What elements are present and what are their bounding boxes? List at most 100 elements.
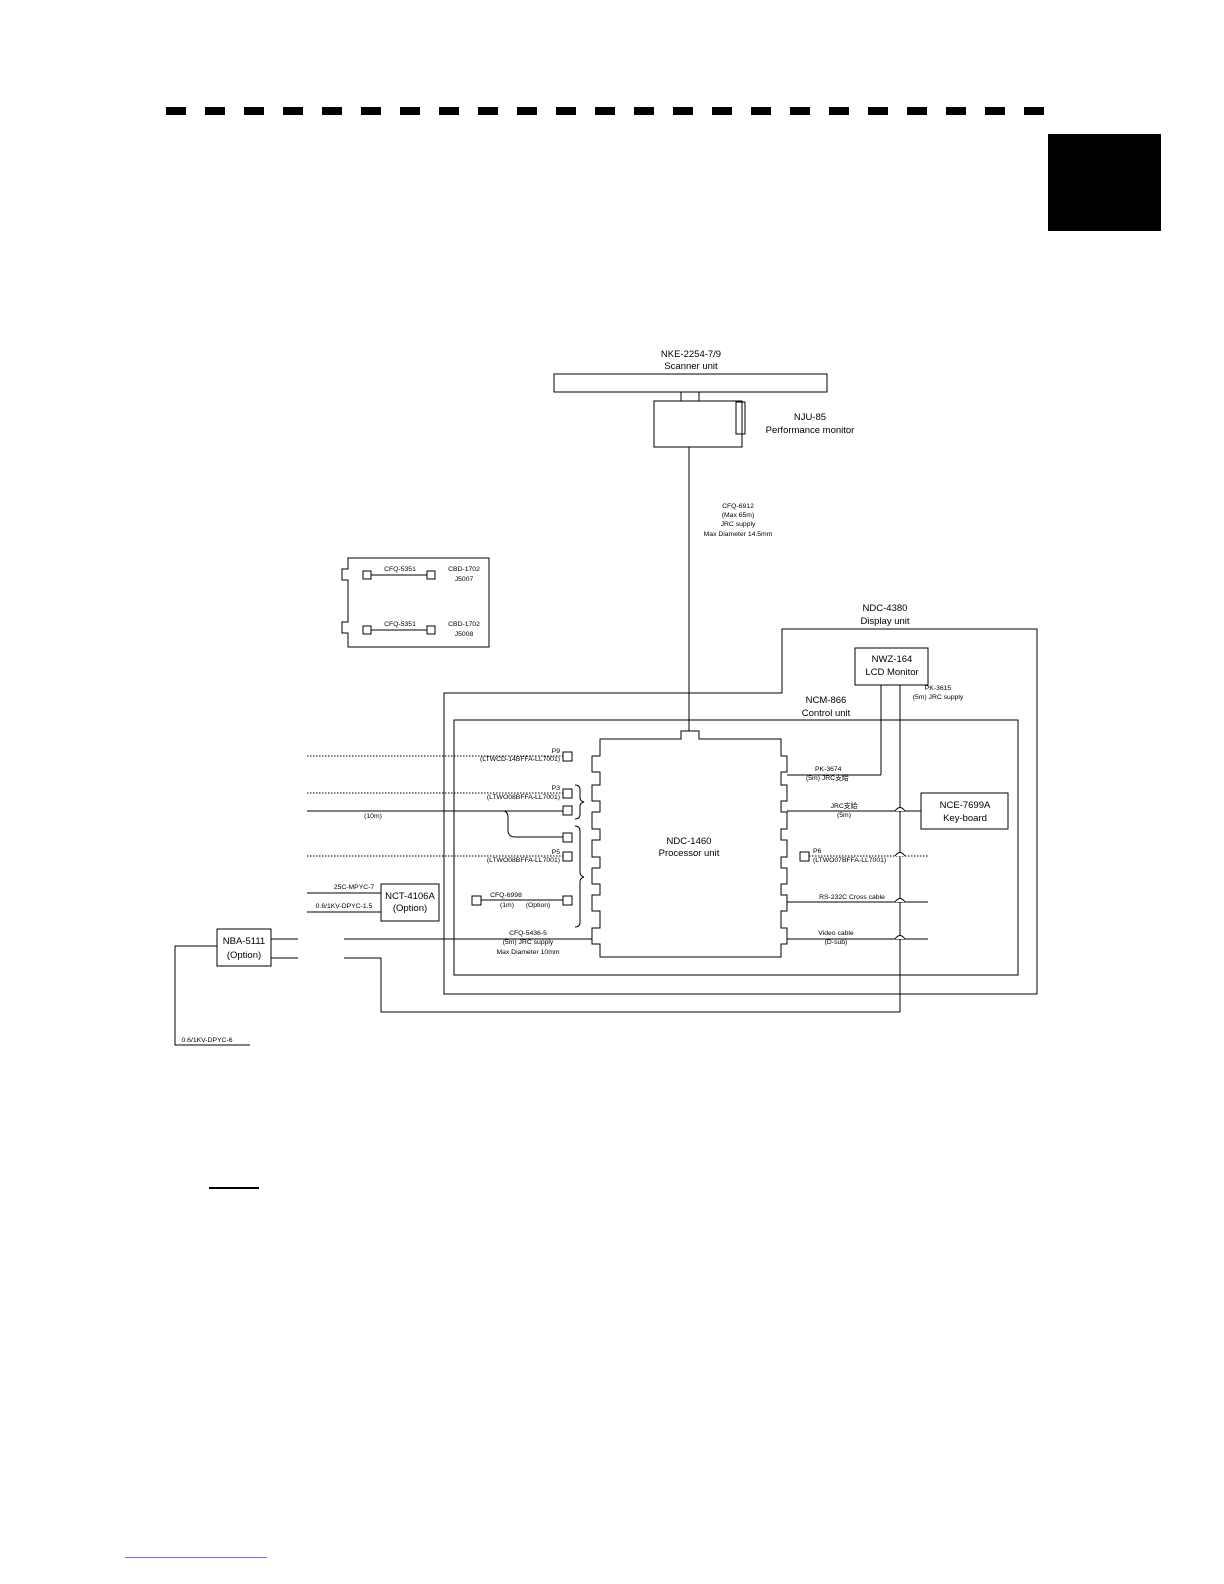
crossover-hop — [894, 852, 906, 857]
keyboard-name: Key-board — [943, 813, 987, 824]
lcd-monitor-model: NWZ-164 — [872, 654, 913, 665]
scanner-pedestal — [653, 400, 743, 448]
scanner-antenna — [553, 373, 828, 393]
junction-row1-cable: CFQ-5351 — [384, 566, 416, 573]
junction-row2-cable: CFQ-5351 — [384, 621, 416, 628]
display-unit-name: Display unit — [860, 616, 909, 627]
header-dash — [907, 107, 927, 115]
brace-top — [574, 784, 585, 820]
header-dash — [946, 107, 966, 115]
crossover-hop — [894, 935, 906, 940]
p9-connector — [562, 751, 573, 762]
header-dash — [751, 107, 771, 115]
display-unit-frame — [443, 628, 1038, 995]
p5-cable-label: (LTWO08BFFA-LL7001) — [487, 857, 560, 864]
cfq5436-diameter: Max Diameter 10mm — [496, 949, 559, 956]
p9-port-label: P9 — [552, 748, 561, 755]
nba-box — [216, 928, 272, 967]
p5-port-label: P5 — [552, 849, 561, 856]
junction-terminal — [362, 625, 372, 635]
ten-m-loop-connector — [562, 832, 573, 843]
header-dash — [166, 107, 186, 115]
footer-rule — [125, 1557, 267, 1558]
lcd-cable-supply: (5m) JRC supply — [913, 694, 964, 701]
cfq5436-supply: (5m) JRC supply — [503, 939, 554, 946]
junction-row1-connector: J5007 — [455, 576, 474, 583]
junction-row2-connector: J5008 — [455, 631, 474, 638]
p5-connector — [562, 851, 573, 862]
processor-unit-name: Processor unit — [659, 848, 720, 859]
performance-monitor-box — [735, 401, 746, 435]
ten-m-loop-line — [502, 810, 563, 838]
p3-port-label: P3 — [552, 785, 561, 792]
rs232c-label: RS-232C Cross cable — [819, 894, 885, 901]
header-dash — [556, 107, 576, 115]
ten-m-label: (10m) — [364, 813, 382, 820]
processor-unit-model: NDC-1460 — [667, 836, 712, 847]
junction-terminal — [362, 570, 372, 580]
nba-cable-label: 0.6/1KV-DPYC-6 — [182, 1037, 233, 1044]
pk3674-model: PK-3674 — [815, 766, 842, 773]
header-dash — [400, 107, 420, 115]
nct-box — [380, 883, 440, 922]
nct-note: (Option) — [393, 903, 427, 914]
video-cable-label: Video cable — [818, 930, 854, 937]
header-dash — [712, 107, 732, 115]
performance-monitor-model: NJU-85 — [794, 412, 826, 423]
header-dash — [868, 107, 888, 115]
header-dash — [829, 107, 849, 115]
pk3674-supply: (5m) JRC支給 — [806, 773, 849, 782]
header-dash — [595, 107, 615, 115]
p9-cable-label: (LTWCD-14BFFA-LL7001) — [480, 756, 560, 763]
nct-cable-top: 25C-MPYC-7 — [334, 884, 375, 891]
keyboard-cable-supply: JRC支給 — [831, 801, 858, 810]
header-dash — [283, 107, 303, 115]
p6-connector — [799, 851, 810, 862]
header-dash — [673, 107, 693, 115]
processor-unit-box — [591, 730, 788, 958]
nba-note: (Option) — [227, 950, 261, 961]
nct-model: NCT-4106A — [385, 891, 435, 902]
scanner-pedestal-neck — [680, 391, 700, 402]
control-unit-name: Control unit — [802, 708, 851, 719]
header-dash — [634, 107, 654, 115]
scanner-name-label: Scanner unit — [664, 361, 718, 372]
scanner-cable-diameter: Max Diameter 14.5mm — [704, 531, 773, 538]
nba-model: NBA-5111 — [223, 936, 265, 947]
header-dash — [205, 107, 225, 115]
junction-box — [341, 557, 490, 648]
lcd-cable-model: PK-3615 — [925, 685, 952, 692]
junction-terminal — [426, 625, 436, 635]
lcd-power-return — [344, 957, 900, 1013]
header-dash — [790, 107, 810, 115]
scanner-model-label: NKE-2254-7/9 — [661, 349, 721, 360]
lcd-monitor-box — [854, 647, 929, 686]
performance-monitor-name: Performance monitor — [766, 425, 855, 436]
junction-terminal — [426, 570, 436, 580]
chapter-tab — [1048, 134, 1161, 231]
header-dash — [985, 107, 1005, 115]
header-dash — [517, 107, 537, 115]
cfq6998-connector-right — [562, 895, 573, 906]
junction-row1-board: CBD-1702 — [448, 566, 480, 573]
header-dash — [322, 107, 342, 115]
keyboard-cable-length: (5m) — [837, 812, 851, 819]
nct-cable-bottom: 0.6/1KV-DPYC-1.5 — [316, 903, 373, 910]
display-unit-model: NDC-4380 — [863, 603, 908, 614]
cfq5436-model: CFQ-5436-5 — [509, 930, 547, 937]
nba-power-line — [174, 945, 250, 1046]
crossover-hop — [894, 898, 906, 903]
p6-cable-label: (LTWO07BFFA-LL7001) — [813, 857, 886, 864]
cfq6998-label: CFQ-6998 — [490, 892, 522, 899]
scanner-cable-model: CFQ-6912 — [722, 503, 754, 510]
p6-port-label: P6 — [813, 848, 822, 855]
crossover-hop — [894, 807, 906, 812]
ten-m-connector — [562, 805, 573, 816]
header-dash — [361, 107, 381, 115]
header-dash — [244, 107, 264, 115]
header-dash — [1024, 107, 1044, 115]
header-dash — [439, 107, 459, 115]
brace-bottom — [574, 825, 585, 928]
header-dash-rule — [166, 107, 1050, 115]
